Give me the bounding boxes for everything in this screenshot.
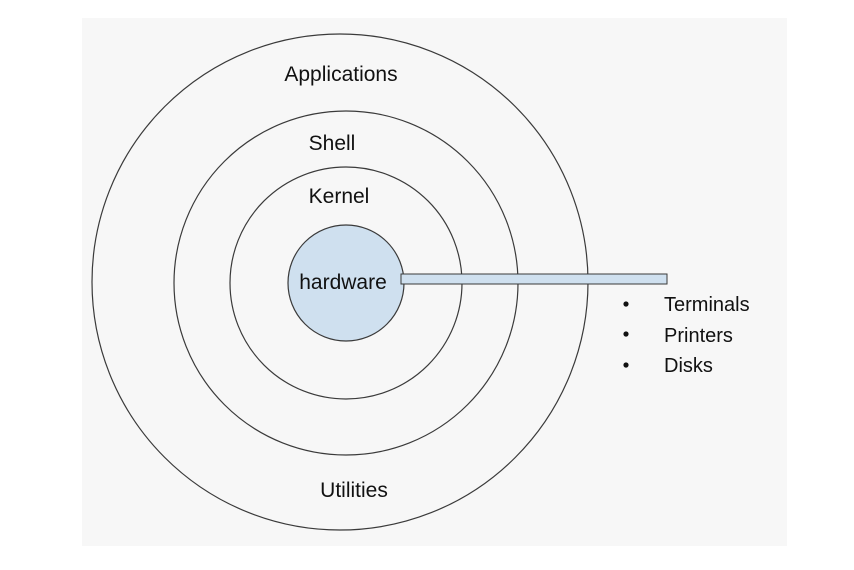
hardware-connector-bar [400, 273, 668, 285]
applications-label: Applications [284, 63, 397, 86]
bullet-icon [623, 301, 629, 307]
shell-label: Shell [309, 132, 356, 155]
hardware-label: hardware [299, 271, 387, 294]
list-item: Terminals [623, 294, 750, 316]
device-list: Terminals Printers Disks [623, 294, 750, 377]
device-label: Printers [664, 325, 733, 347]
utilities-label: Utilities [320, 479, 388, 502]
device-label: Disks [664, 355, 713, 377]
list-item: Printers [623, 325, 733, 347]
bullet-icon [623, 331, 629, 337]
list-item: Disks [623, 355, 713, 377]
bullet-icon [623, 362, 629, 368]
kernel-label: Kernel [309, 185, 370, 208]
device-label: Terminals [664, 294, 750, 316]
